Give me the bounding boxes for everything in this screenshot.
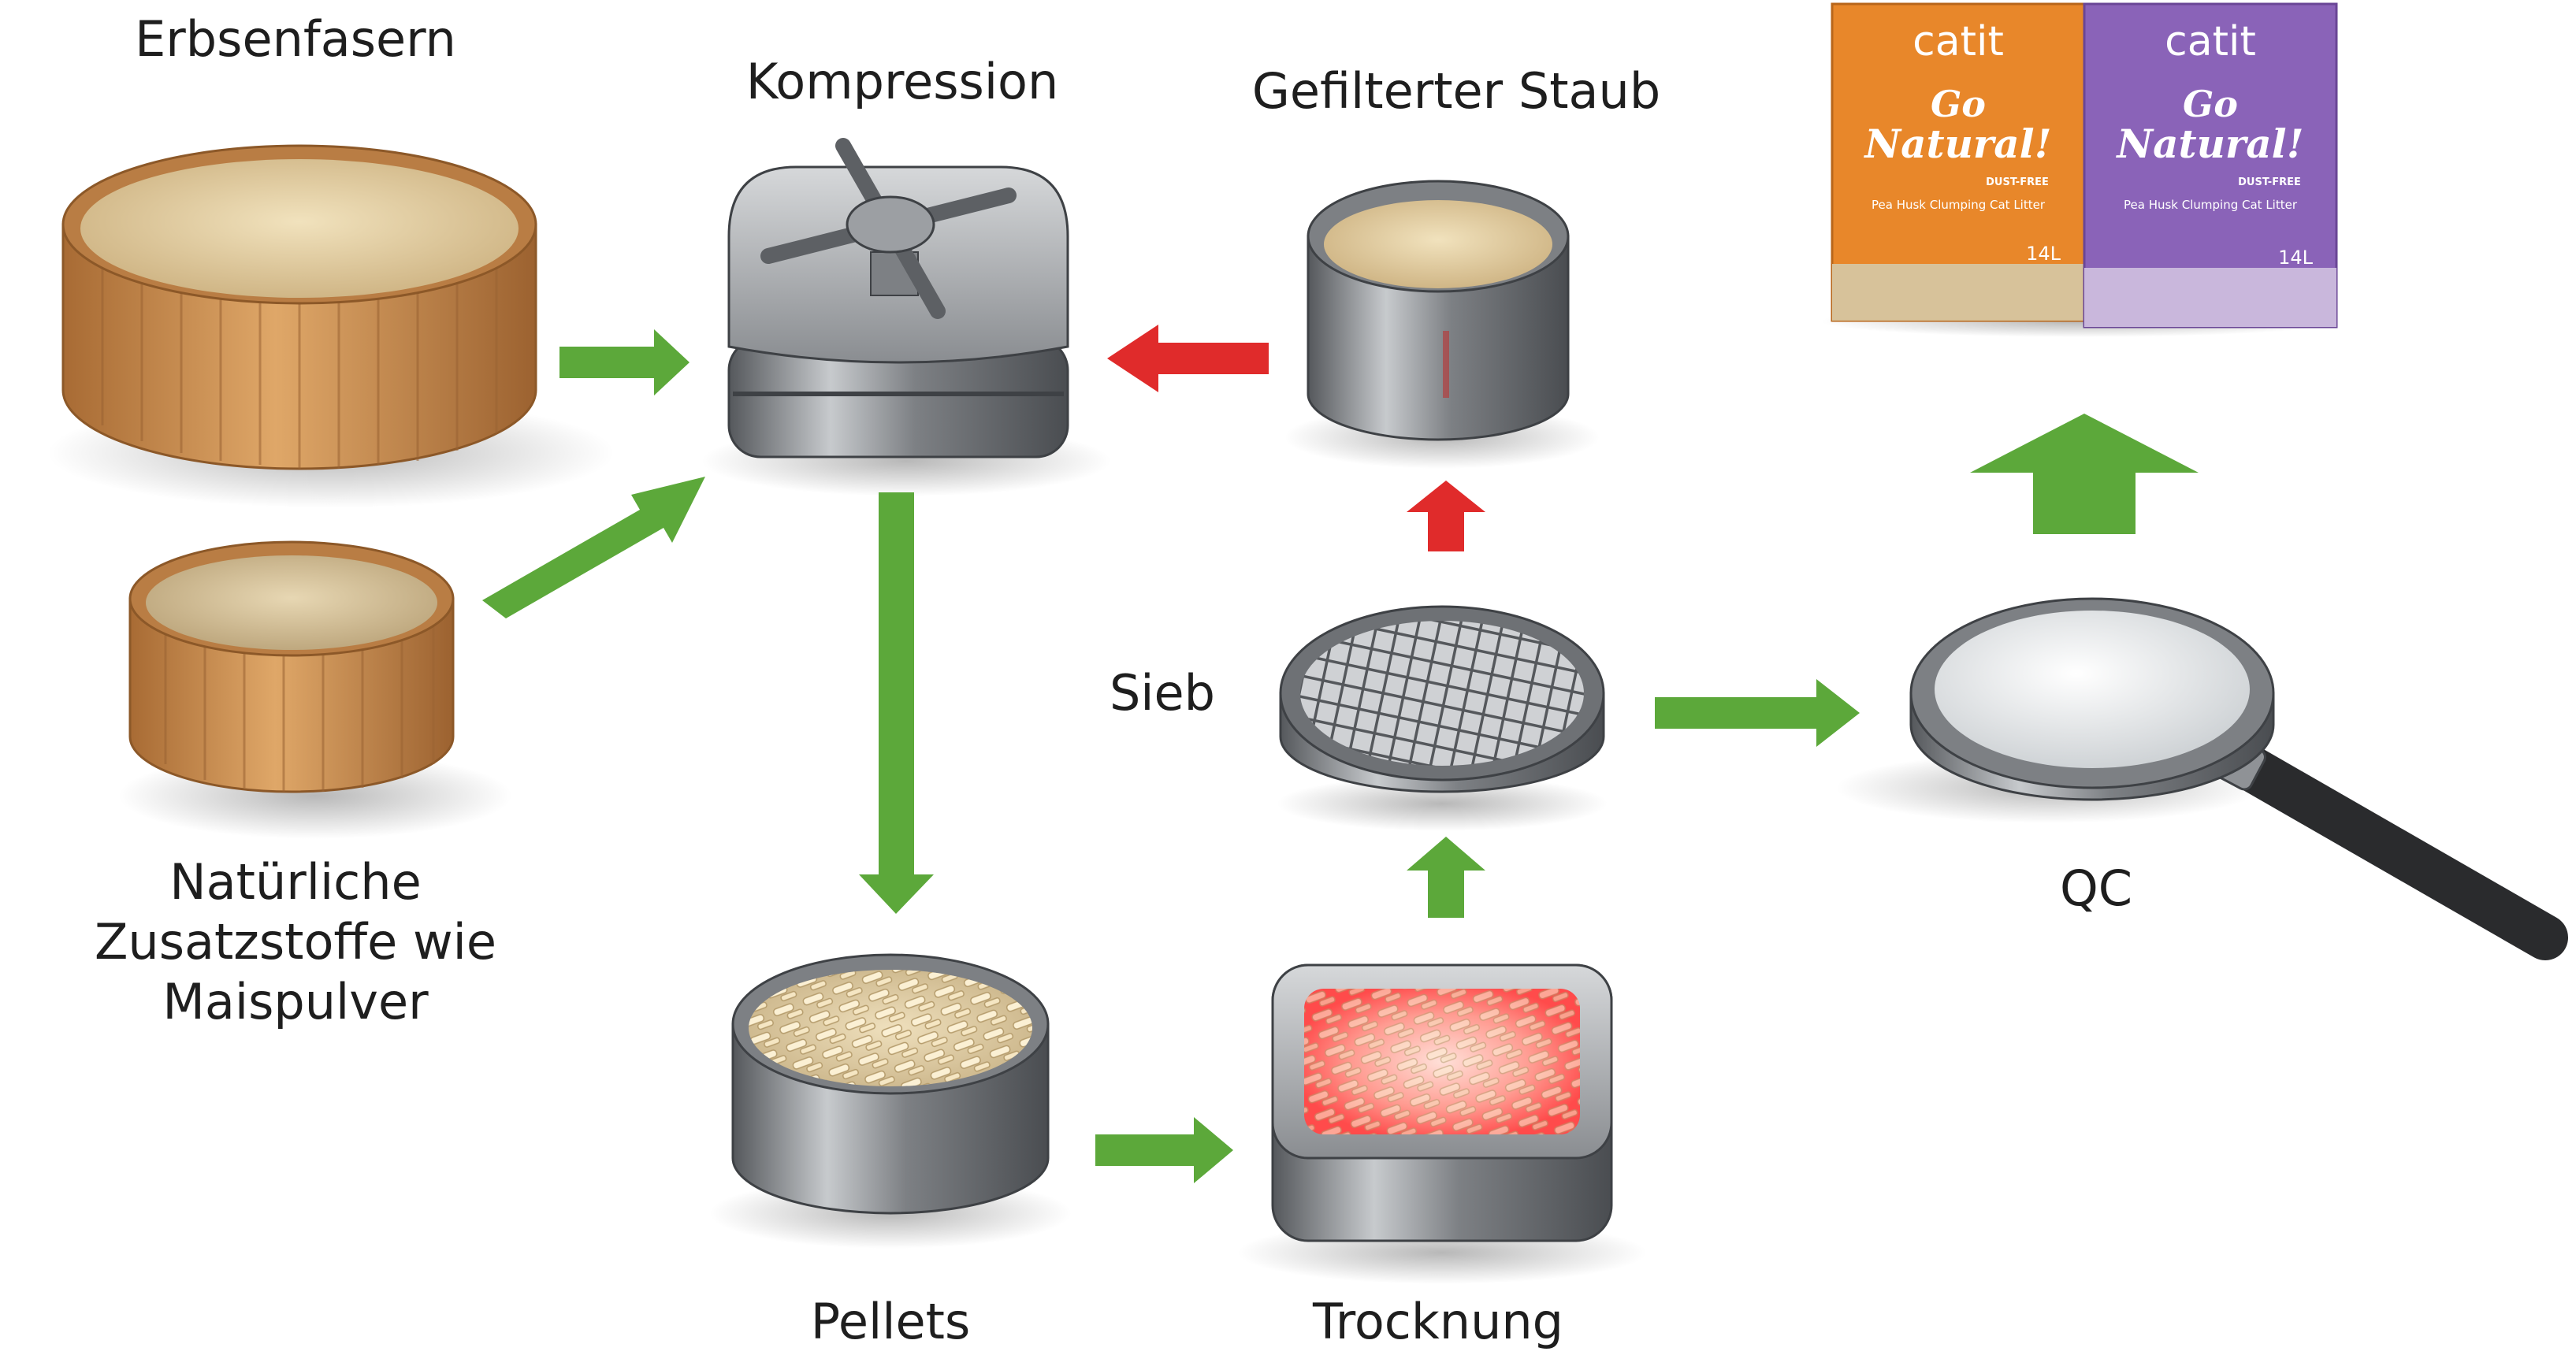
- label-filtered-dust: Gefilterter Staub: [1251, 62, 1661, 120]
- package-litter-strip: [1832, 264, 2084, 321]
- package-orange: catit Go Natural! DUST-FREE Pea Husk Clu…: [1831, 2, 2086, 322]
- product-packages: catit Go Natural! DUST-FREE Pea Husk Clu…: [1820, 2, 2340, 337]
- package-product: Pea Husk Clumping Cat Litter: [2124, 198, 2298, 212]
- cup-wall: [1307, 235, 1570, 441]
- drying-tray: [1237, 963, 1647, 1284]
- pellets-bowl: [709, 953, 1072, 1249]
- flow-arrows: [482, 325, 2199, 1183]
- label-additives: Natürliche Zusatzstoffe wie Maispulver: [75, 852, 516, 1032]
- label-drying: Trocknung: [1312, 1293, 1564, 1350]
- pea-fiber-tub: [47, 144, 615, 508]
- sieve-shadow: [1277, 776, 1608, 831]
- label-pea-fibers: Erbsenfasern: [135, 10, 456, 68]
- package-badge: DUST-FREE: [1986, 176, 2049, 188]
- arrow-peafibers-to-compression: [559, 329, 690, 395]
- package-logo-line: Go: [1931, 83, 1986, 125]
- label-sieve: Sieb: [1109, 664, 1216, 722]
- filtered-dust-cup: [1284, 180, 1600, 469]
- additives-fill: [146, 555, 437, 650]
- tub-staves: [101, 252, 498, 469]
- package-purple: catit Go Natural! DUST-FREE Pea Husk Clu…: [2083, 2, 2338, 329]
- sieve-mesh: [1300, 621, 1584, 766]
- magnifier-handle: [2207, 733, 2568, 960]
- package-volume: 14L: [2026, 243, 2061, 265]
- arrow-qc-to-product: [1970, 414, 2199, 534]
- arrow-additives-to-compression: [482, 477, 705, 618]
- label-compression: Kompression: [745, 53, 1059, 110]
- label-additives-line: Zusatzstoffe wie: [94, 913, 497, 971]
- arrow-sieve-to-qc: [1655, 679, 1860, 747]
- label-additives-line: Maispulver: [162, 973, 429, 1030]
- label-pellets: Pellets: [810, 1293, 971, 1350]
- arrow-drying-to-sieve: [1407, 837, 1485, 918]
- dust-fill: [1324, 200, 1552, 288]
- arrow-pellets-to-drying: [1095, 1117, 1233, 1183]
- package-product: Pea Husk Clumping Cat Litter: [1872, 198, 2046, 212]
- sieve: [1277, 605, 1608, 831]
- compression-press: [701, 138, 1111, 496]
- label-qc: QC: [2059, 859, 2133, 917]
- magnifier-lens: [1935, 611, 2250, 768]
- qc-magnifier: [1836, 597, 2568, 960]
- package-brand: catit: [1912, 18, 2004, 65]
- package-logo-line: Natural!: [2115, 121, 2303, 167]
- pea-fiber-fill: [80, 159, 519, 298]
- arrow-sieve-to-dust: [1407, 481, 1485, 551]
- tub-staves: [164, 622, 435, 792]
- package-logo-line: Go: [2183, 83, 2238, 125]
- drying-pellets: [1304, 989, 1580, 1134]
- pellets-fill: [749, 970, 1032, 1086]
- additives-tub: [118, 540, 512, 839]
- package-brand: catit: [2165, 18, 2256, 65]
- arrow-dust-to-compression: [1107, 325, 1269, 392]
- label-additives-line: Natürliche: [169, 853, 422, 911]
- package-logo-line: Natural!: [1863, 121, 2051, 167]
- package-badge: DUST-FREE: [2238, 176, 2301, 188]
- package-litter-strip: [2084, 268, 2336, 327]
- package-volume: 14L: [2278, 247, 2314, 269]
- arrow-compression-to-pellets: [859, 492, 934, 914]
- press-hub: [846, 195, 935, 254]
